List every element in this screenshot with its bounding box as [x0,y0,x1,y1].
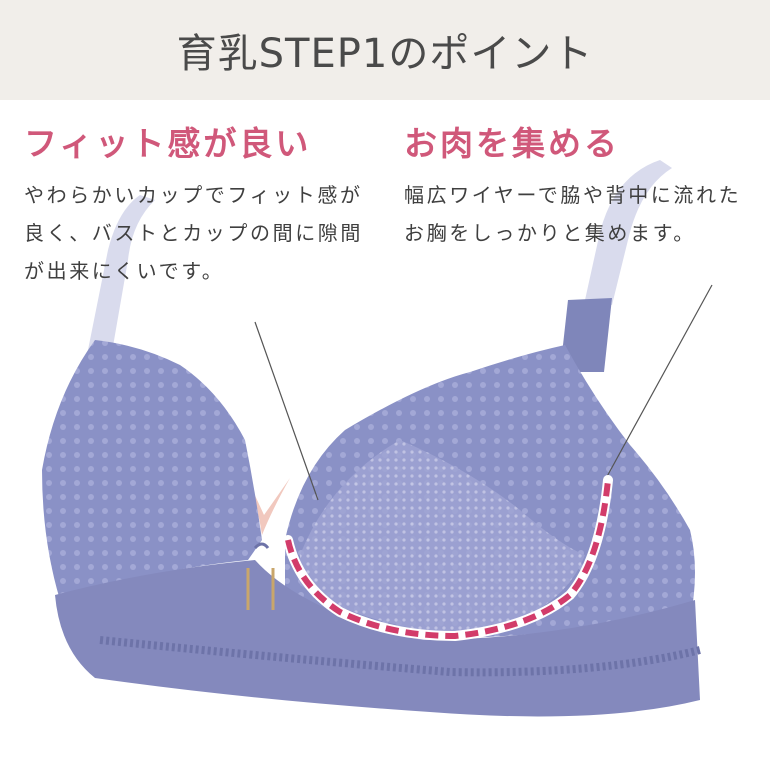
right-cup [285,345,695,640]
leader-line-left [254,321,319,501]
point-fit: フィット感が良い やわらかいカップでフィット感が良く、バストとカップの間に隙間が… [24,122,384,290]
point-body-fit: やわらかいカップでフィット感が良く、バストとカップの間に隙間が出来にくいです。 [24,183,363,283]
title-banner: 育乳STEP1のポイント [0,0,770,100]
page-title: 育乳STEP1のポイント [176,31,594,77]
right-cup-mesh [300,440,585,635]
wire-highlight [283,475,613,642]
point-gather: お肉を集める 幅広ワイヤーで脇や背中に流れたお胸をしっかりと集めます。 [404,122,756,252]
right-strap-band [560,298,612,372]
band [55,560,700,717]
center-gore [245,475,290,535]
point-heading-fit: フィット感が良い [24,124,312,163]
point-body-gather: 幅広ワイヤーで脇や背中に流れたお胸をしっかりと集めます。 [404,183,742,245]
leader-line-right [603,284,713,483]
point-heading-gather: お肉を集める [404,124,620,163]
band-trim [99,636,701,677]
left-cup [42,340,262,600]
